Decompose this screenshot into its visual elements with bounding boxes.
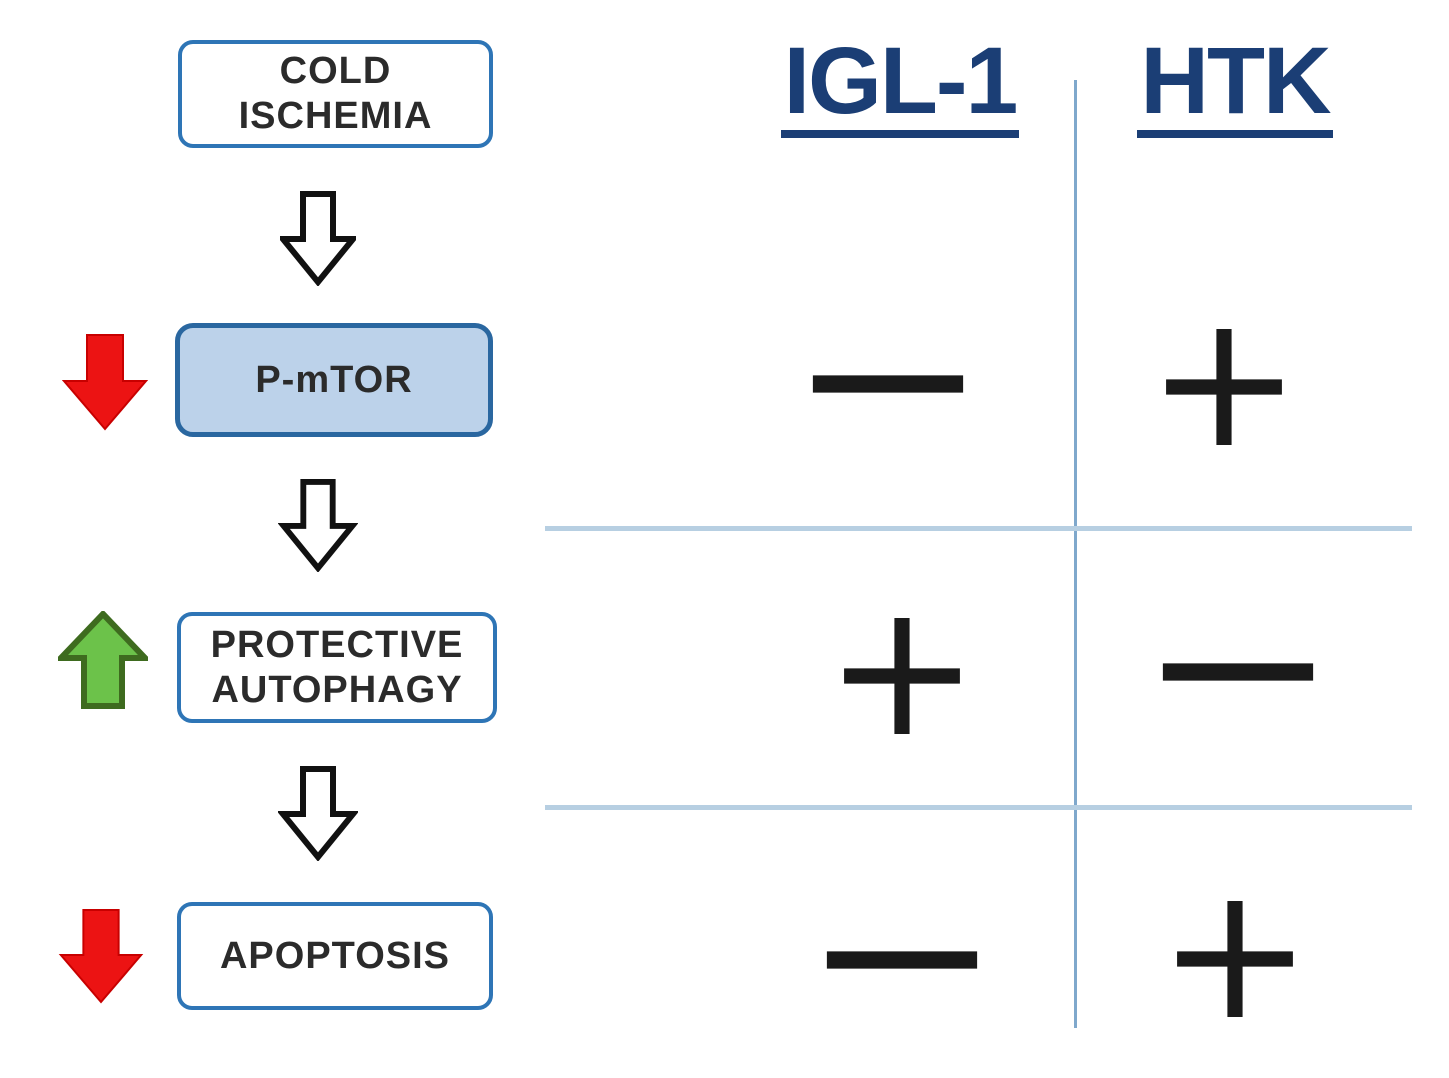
hollow-down-arrow-icon — [280, 191, 356, 286]
column-header-label: IGL-1 — [780, 34, 1020, 138]
row-divider-line — [545, 526, 1412, 531]
node-label: COLD ISCHEMIA — [238, 50, 433, 137]
cell-apoptosis-igl1: − — [801, 869, 1003, 1043]
column-divider-line — [1074, 80, 1077, 1028]
node-apoptosis: APOPTOSIS — [177, 902, 493, 1010]
cell-apoptosis-htk: + — [1157, 844, 1313, 1061]
row-divider-line — [545, 805, 1412, 810]
node-label: P-mTOR — [255, 358, 413, 401]
green-up-arrow-icon — [58, 611, 148, 709]
cell-autophagy-htk: − — [1137, 581, 1339, 755]
cell-pmtor-htk: + — [1146, 272, 1302, 489]
node-protective-autophagy: PROTECTIVE AUTOPHAGY — [177, 612, 497, 723]
red-down-arrow-icon — [62, 334, 148, 431]
node-label: APOPTOSIS — [219, 934, 451, 977]
cell-autophagy-igl1: + — [824, 561, 980, 778]
hollow-down-arrow-icon — [278, 479, 358, 572]
column-header-igl1: IGL-1 — [760, 34, 1040, 138]
column-header-htk: HTK — [1095, 34, 1375, 138]
hollow-down-arrow-icon — [278, 766, 358, 861]
cell-pmtor-igl1: − — [787, 293, 989, 467]
red-down-arrow-icon — [58, 908, 144, 1004]
node-cold-ischemia: COLD ISCHEMIA — [178, 40, 493, 148]
column-header-label: HTK — [1137, 34, 1333, 138]
node-p-mtor: P-mTOR — [175, 323, 493, 437]
node-label: PROTECTIVE AUTOPHAGY — [210, 623, 464, 711]
